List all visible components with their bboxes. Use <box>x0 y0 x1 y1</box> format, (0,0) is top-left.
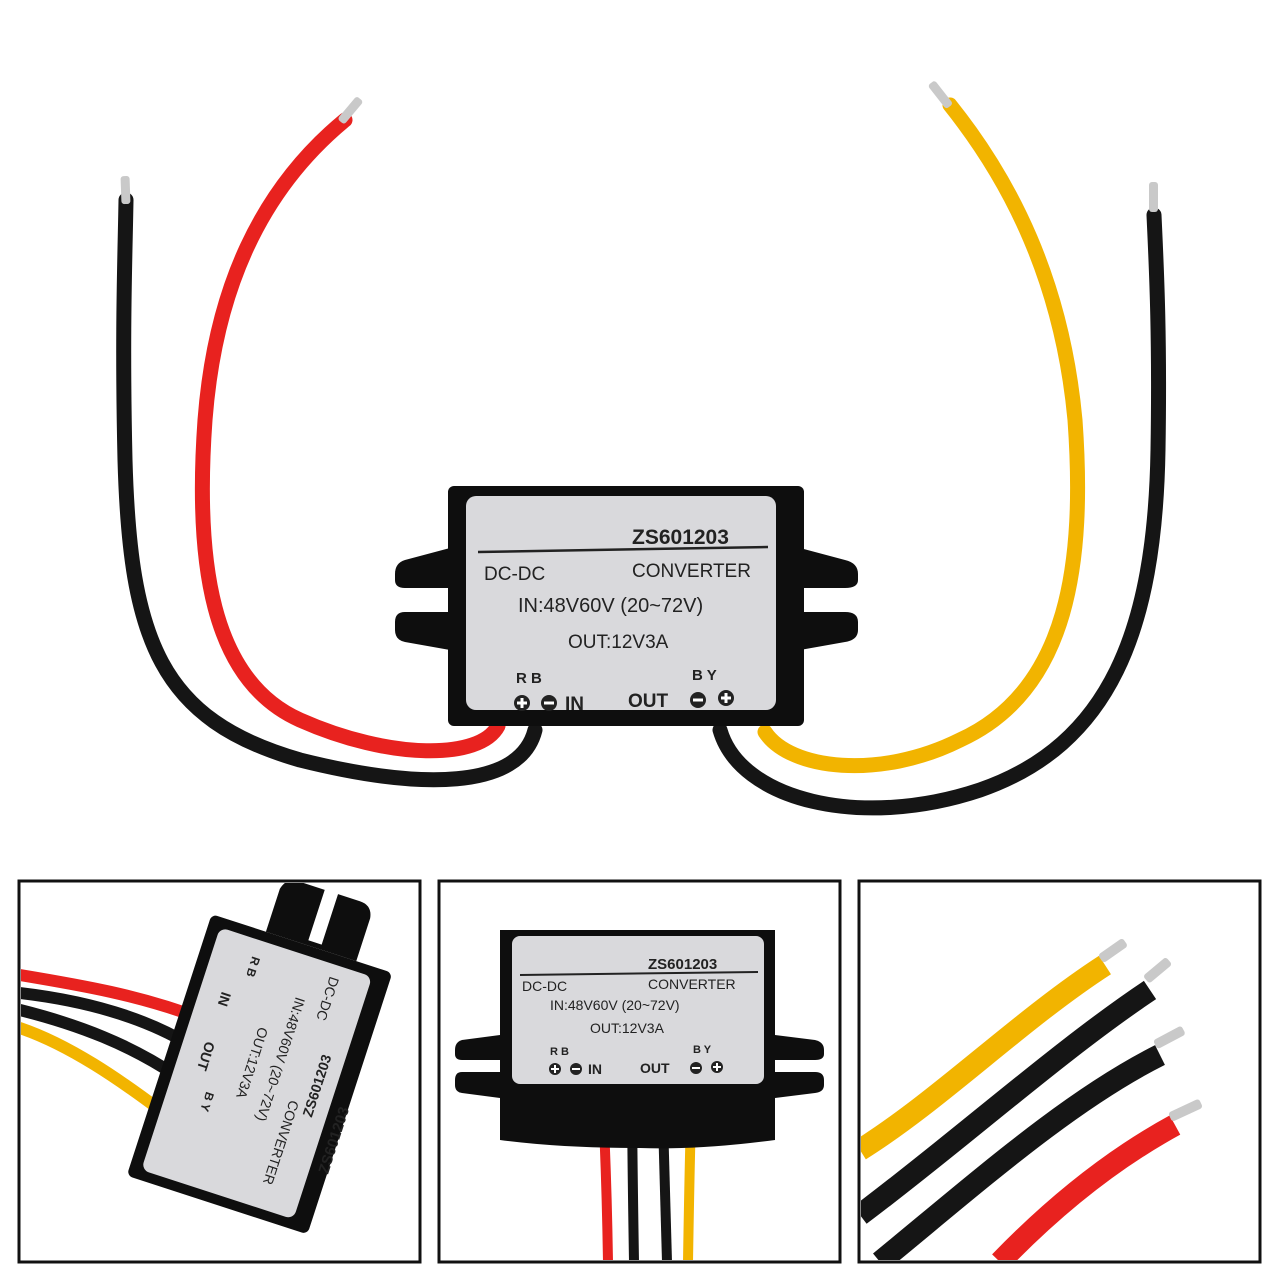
yellow-output-wire <box>757 97 1086 774</box>
left-mount-tab <box>455 1035 500 1060</box>
minus-icon <box>690 692 706 708</box>
right-mount-tab <box>775 1035 824 1060</box>
output-spec: OUT:12V3A <box>568 632 669 653</box>
module-label <box>143 929 371 1218</box>
wire-tip <box>1168 1099 1203 1121</box>
red-wire <box>992 1115 1181 1260</box>
input-spec: IN:48V60V (20~72V) <box>518 595 703 617</box>
wire-tip <box>1144 958 1172 983</box>
type-right: CONVERTER <box>648 976 736 992</box>
input-wires <box>116 112 543 788</box>
yellow-wire <box>861 955 1111 1160</box>
left-mount-tab <box>455 1072 500 1098</box>
in-label: IN <box>588 1061 602 1077</box>
yellow-wire <box>21 1022 166 1116</box>
right-mount-tab <box>800 548 858 588</box>
type-right: CONVERTER <box>632 561 751 582</box>
left-mount-tab <box>395 548 450 588</box>
plus-icon <box>718 690 734 706</box>
red-input-wire <box>194 112 506 759</box>
output-polarity-letters: B Y <box>692 667 717 684</box>
black-wire <box>21 987 196 1051</box>
black-input-wire <box>116 192 543 788</box>
wire-tip <box>120 175 131 205</box>
right-mount-tab <box>800 612 858 650</box>
label-divider <box>477 545 769 554</box>
black-wire <box>873 1045 1165 1260</box>
wire-tip <box>1153 1026 1185 1049</box>
type-left: DC-DC <box>484 564 545 585</box>
wire-tip <box>338 97 363 124</box>
output-spec: OUT:12V3A <box>590 1020 665 1036</box>
minus-icon <box>570 1063 582 1075</box>
minus-icon <box>690 1062 702 1074</box>
label-divider <box>519 971 759 976</box>
main-view: ZS601203 DC-DC CONVERTER IN:48V60V (20~7… <box>116 81 1167 816</box>
wire-tips <box>1098 938 1203 1121</box>
wire-tip <box>928 81 952 109</box>
input-polarity-letters: R B <box>550 1046 569 1058</box>
wire-tip <box>1149 182 1158 212</box>
plus-icon <box>549 1063 561 1075</box>
in-label: IN <box>215 990 235 1008</box>
plus-icon <box>514 695 530 711</box>
type-left: DC-DC <box>522 978 567 994</box>
input-polarity-letters: R B <box>516 670 542 687</box>
output-polarity-letters: B Y <box>693 1044 712 1056</box>
output-wires <box>712 97 1167 816</box>
wire-tips <box>120 81 1158 212</box>
black-output-wire <box>712 207 1167 816</box>
right-mount-tab <box>775 1072 824 1098</box>
mount-tab <box>265 883 371 962</box>
minus-icon <box>541 695 557 711</box>
input-spec: IN:48V60V (20~72V) <box>550 997 680 1013</box>
inset-right <box>857 879 1262 1264</box>
in-label: IN <box>565 694 584 715</box>
inset-middle: ZS601203 DC-DC CONVERTER IN:48V60V (20~7… <box>437 879 842 1264</box>
plus-icon <box>711 1061 723 1073</box>
out-label: OUT <box>640 1060 670 1076</box>
left-mount-tab <box>395 612 450 650</box>
wire-tip <box>1098 938 1127 963</box>
converter-module: ZS601203 DC-DC CONVERTER IN:48V60V (20~7… <box>395 486 858 726</box>
module-label <box>466 496 776 710</box>
output-polarity-letters: B Y <box>197 1090 216 1113</box>
out-label: OUT <box>628 691 669 712</box>
model-number: ZS601203 <box>632 526 729 549</box>
inset-left: ZS601203 ZS601203 DC-DC CONVERTER IN:48V… <box>17 879 422 1264</box>
black-wire <box>861 980 1157 1224</box>
input-polarity-letters: R B <box>243 955 263 979</box>
model-number: ZS601203 <box>648 956 717 973</box>
black-wire <box>21 1004 181 1081</box>
